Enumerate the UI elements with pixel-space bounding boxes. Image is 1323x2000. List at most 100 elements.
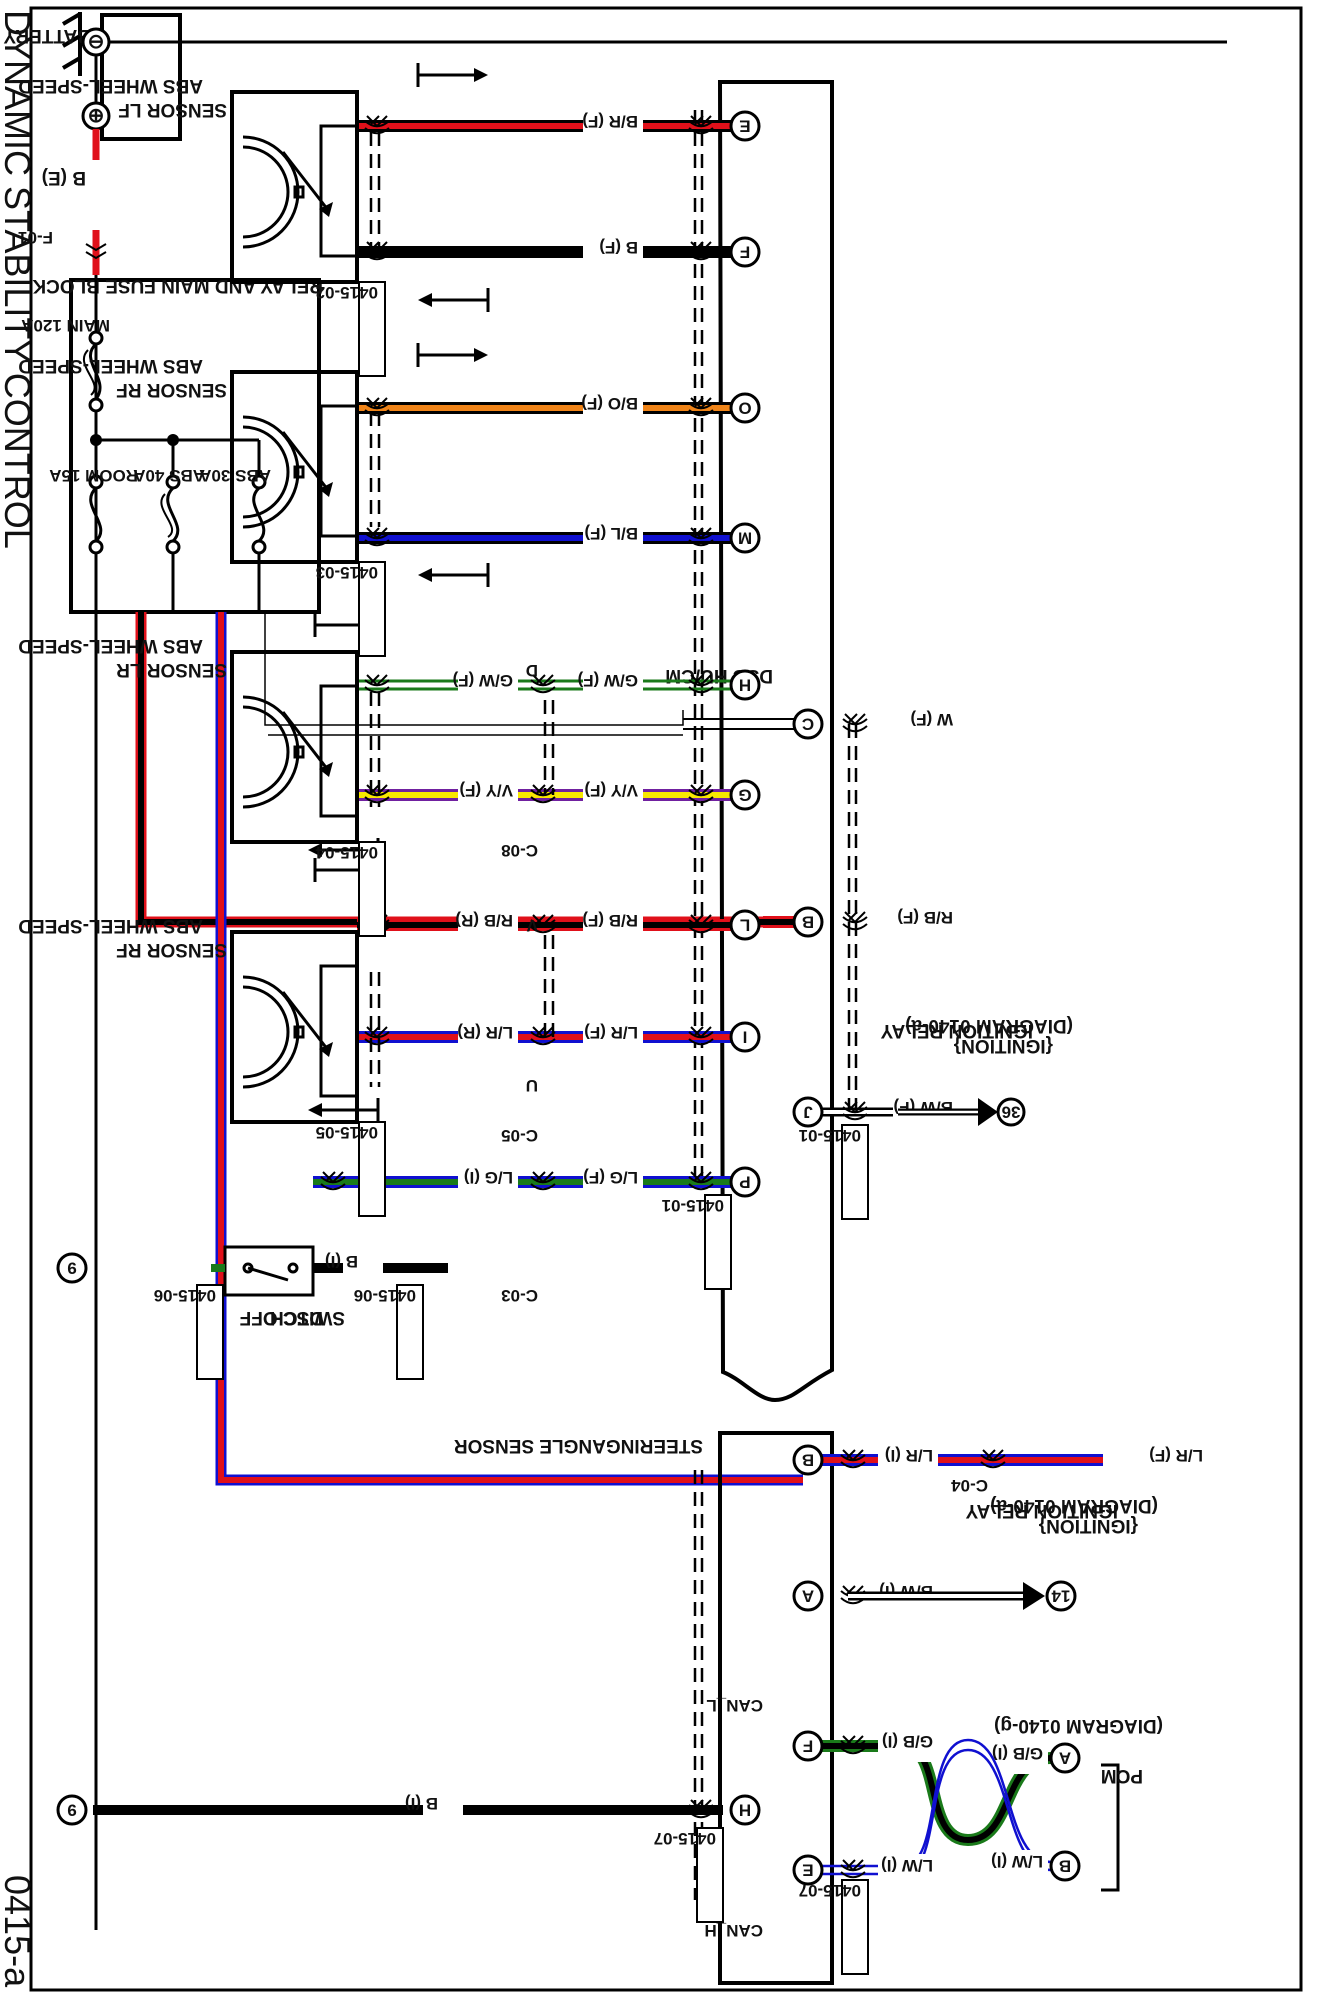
connector-hook-icon <box>530 1176 556 1191</box>
fuse-main-120a[interactable]: MAIN 120A <box>21 316 110 413</box>
steering-pin-h[interactable]: H <box>729 1794 761 1826</box>
tone-ring-icon <box>242 975 300 1089</box>
wheel-speed-sensor-2[interactable]: ABS WHEEL-SPEED SENSOR RF 0415-03 <box>18 355 386 657</box>
dsc-pin-o[interactable]: O <box>729 392 761 424</box>
dsc-pin-b-letter: B <box>802 913 814 932</box>
steering-ground-wire[interactable]: B (I) 9 0415-07 <box>56 1794 724 1923</box>
dsc-pin-m[interactable]: M <box>729 522 761 554</box>
dsc-pin-i[interactable]: I <box>729 1021 761 1053</box>
connector-hook-icon <box>320 1176 346 1191</box>
c03-label: C-03 <box>501 1286 538 1305</box>
dsc-pin-c-letter: C <box>802 715 814 734</box>
connector-hook-icon <box>842 916 868 931</box>
dsc-pin-f[interactable]: F <box>729 236 761 268</box>
dsc-pin-e[interactable]: E <box>729 110 761 142</box>
dsc-pin-b[interactable]: B <box>792 906 824 938</box>
ignition-relay-14[interactable]: 14 IGNITION RELAY {IGNITION} (DIAGRAM 01… <box>848 1495 1158 1612</box>
sensor-label2-2: SENSOR RF <box>116 379 227 400</box>
connector-hook-icon <box>364 120 390 135</box>
connector-hook-icon <box>840 1864 866 1879</box>
connector-f01-label: F-01 <box>18 228 53 247</box>
steering-e-far: L/W (I) <box>991 1852 1043 1871</box>
ign-relay-1-line1: IGNITION RELAY <box>880 1020 1033 1041</box>
svg-text:9: 9 <box>67 1259 76 1278</box>
c08-d: D <box>526 661 538 680</box>
connector-hook-icon <box>688 1031 714 1046</box>
pcm-label: PCM <box>1101 1765 1143 1786</box>
ignition-relay-36[interactable]: 36 IGNITION RELAY {IGNITION} (DIAGRAM 01… <box>880 1015 1073 1127</box>
fuse-abs40-label: ABS 40A <box>133 466 205 485</box>
steering-pin-e[interactable]: E <box>792 1854 824 1886</box>
rr-b-label: L/R (R) <box>457 1023 513 1042</box>
dsc-pin-l[interactable]: L <box>729 909 761 941</box>
pcm-pin-a: A <box>1059 1749 1071 1768</box>
steering-ground-ref-9: 9 <box>67 1801 76 1820</box>
can-l-tag: CAN_L <box>706 1696 763 1715</box>
pcm[interactable]: PCM (DIAGRAM 0140-g) A B <box>994 1715 1163 1892</box>
ign-relay-1-line2: {IGNITION} <box>953 1035 1053 1056</box>
steering-pin-b[interactable]: B <box>792 1444 824 1476</box>
ground-ref-9[interactable]: 9 <box>56 1252 88 1284</box>
connector-hook-icon <box>688 246 714 261</box>
connector-hook-icon <box>688 789 714 804</box>
connector-hook-icon <box>980 1454 1006 1469</box>
ref-36: 36 <box>1002 1103 1021 1122</box>
battery-positive-wire[interactable]: B (E) F-01 <box>18 129 111 275</box>
ref-0415-04: 0415-04 <box>315 841 386 937</box>
ref-0415-07: 0415-07 <box>799 1879 869 1975</box>
ref-0415-01-right: 0415-01 <box>799 1124 869 1220</box>
dsc-pin-f-letter: F <box>740 243 750 262</box>
fuse-room-15a[interactable]: ROOM 15A <box>49 440 138 612</box>
dsc-wire-label-e: B/R (F) <box>582 112 638 131</box>
steering-angle-sensor[interactable]: STEERINGANGLE SENSOR <box>454 1431 834 1985</box>
steering-pin-b-letter: B <box>802 1451 814 1470</box>
battery-label: BATTERY <box>3 25 91 46</box>
dsc-wire-label-h: G/W (F) <box>578 671 638 690</box>
fuse-abs30-label: ABS 30A <box>199 466 271 485</box>
wire-h[interactable] <box>357 679 733 691</box>
sensor-arrow-icon <box>281 711 330 771</box>
relay-main-fuse-block: RELAY AND MAIN FUSE BLOCK MAIN 120A ROOM… <box>21 275 323 614</box>
sensor-label1-3: ABS WHEEL-SPEED <box>18 635 203 656</box>
battery[interactable]: BATTERY ⊖ ⊕ <box>3 13 182 141</box>
connector-hook-icon <box>688 402 714 417</box>
wire-room-lr[interactable] <box>215 612 803 1486</box>
fuse-block-label: RELAY AND MAIN FUSE BLOCK <box>32 275 323 296</box>
ref-0415-01-left-text: 0415-01 <box>662 1196 724 1215</box>
lr-a-label: G/W (F) <box>453 671 513 690</box>
wire-c[interactable] <box>683 718 803 730</box>
ref-0415-06-right: 0415-06 <box>154 1284 224 1380</box>
sensor-arrow-icon <box>281 991 330 1051</box>
dsc-pin-p[interactable]: P <box>729 1166 761 1198</box>
can-h-wire[interactable] <box>813 1738 1052 1876</box>
ref-0415-06-left: 0415-06 <box>354 1284 424 1380</box>
connector-hook-icon <box>364 402 390 417</box>
diagram-title: DYNAMIC STABILITY CONTROL <box>0 10 38 549</box>
connector-hook-icon <box>530 679 556 694</box>
arrow-rf-in <box>416 343 488 367</box>
wire-abs40-rb[interactable] <box>135 612 768 928</box>
fuse-abs-30a[interactable]: ABS 30A <box>199 440 271 612</box>
dsc-pin-g[interactable]: G <box>729 779 761 811</box>
dsc-pin-o-letter: O <box>738 399 751 418</box>
tone-ring-icon <box>242 135 300 249</box>
dsc-pin-c[interactable]: C <box>792 708 824 740</box>
dsc-pin-j[interactable]: J <box>792 1096 824 1128</box>
steering-pin-a[interactable]: A <box>792 1580 824 1612</box>
steering-pin-h-letter: H <box>739 1801 751 1820</box>
dsc-pin-h[interactable]: H <box>729 669 761 701</box>
fuse-abs-40a[interactable]: ABS 40A <box>133 440 205 612</box>
dsc-right-wire-label-c: W (F) <box>911 710 953 729</box>
battery-wire-label: B (E) <box>42 167 86 188</box>
can-h-tag: CAN_H <box>704 1921 763 1940</box>
arrow-lf-out <box>418 288 490 312</box>
lr-b-label: V/Y (F) <box>459 781 513 800</box>
steering-pin-f[interactable]: F <box>792 1730 824 1762</box>
dsc-off-switch[interactable]: DSC OFF SWITCH B (I) 0415-06 0415-06 9 <box>56 1245 448 1380</box>
ref-0415-03-text: 0415-03 <box>316 563 378 582</box>
ref-0415-02-text: 0415-02 <box>316 283 378 302</box>
